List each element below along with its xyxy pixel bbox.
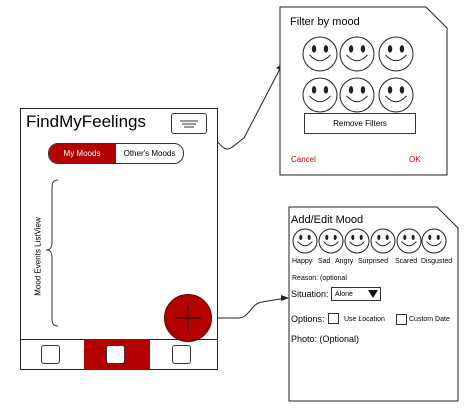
situation-value: Alone — [335, 290, 353, 298]
reason-label[interactable]: Reason: (optional — [292, 275, 347, 282]
disgusted-icon[interactable] — [421, 228, 447, 254]
filter-smiley-icon[interactable] — [378, 77, 414, 113]
use-location-checkbox[interactable] — [328, 313, 339, 324]
scared-icon[interactable] — [396, 228, 422, 254]
add-edit-dialog-title: Add/Edit Mood — [291, 214, 364, 226]
custom-date-checkbox[interactable] — [396, 314, 407, 325]
add-edit-dialog — [288, 206, 459, 402]
mood-label-scared: Scared — [395, 258, 418, 265]
filter-smiley-icon[interactable] — [302, 77, 338, 113]
mood-label-surprised: Surprised — [358, 258, 388, 265]
nav-item-middle[interactable] — [106, 345, 125, 364]
tab-others-moods[interactable]: Other's Moods — [123, 149, 176, 158]
mood-label-sad: Sad — [318, 258, 331, 265]
mood-label-angry: Angry — [335, 258, 354, 265]
plus-icon — [175, 305, 201, 331]
tab-my-moods[interactable]: My Moods — [49, 144, 116, 163]
situation-label: Situation: — [291, 289, 329, 299]
options-label: Options: — [291, 314, 325, 324]
nav-item-right[interactable] — [172, 345, 191, 364]
ok-button[interactable]: OK — [409, 155, 421, 164]
nav-item-left[interactable] — [41, 345, 60, 364]
filter-dialog-title: Filter by mood — [290, 16, 360, 28]
surprised-icon[interactable] — [370, 228, 396, 254]
filter-smiley-icon[interactable] — [302, 36, 338, 72]
mood-toggle: My Moods Other's Moods — [48, 143, 184, 164]
angry-icon[interactable] — [344, 228, 370, 254]
photo-label: Photo: (Optional) — [291, 334, 360, 344]
filter-smiley-icon[interactable] — [339, 36, 375, 72]
list-brace — [45, 179, 59, 327]
custom-date-label: Custom Date — [409, 316, 450, 323]
add-mood-button[interactable] — [164, 294, 212, 342]
mood-label-disgusted: Disgusted — [421, 258, 453, 265]
filter-smiley-icon[interactable] — [339, 77, 375, 113]
app-title: FindMyFeelings — [26, 112, 146, 131]
happy-icon[interactable] — [292, 228, 318, 254]
chevron-down-icon — [368, 290, 378, 298]
mood-events-listview-label: Mood Events ListView — [33, 217, 43, 296]
menu-button[interactable] — [171, 113, 207, 134]
cancel-button[interactable]: Cancel — [291, 155, 316, 164]
use-location-label: Use Location — [344, 316, 385, 323]
filter-smiley-icon[interactable] — [378, 36, 414, 72]
sad-icon[interactable] — [318, 228, 344, 254]
remove-filters-button[interactable]: Remove Filters — [304, 113, 416, 134]
mood-label-happy: Happy — [292, 258, 313, 265]
menu-icon — [180, 120, 198, 128]
